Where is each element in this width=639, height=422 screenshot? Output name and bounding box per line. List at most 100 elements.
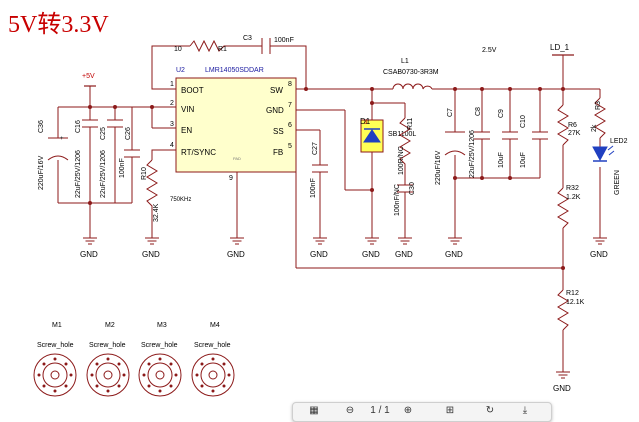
c8-ref: C8 [475,107,482,116]
pin-num-2: 2 [170,100,174,107]
pin-boot: BOOT [181,86,204,95]
c30-capacitor[interactable]: 100nF/NC C30 [394,182,416,232]
screw-ref-m4: M4 [210,322,220,329]
c10-ref: C10 [520,115,527,128]
screw-ref-m1: M1 [52,322,62,329]
led2-diode[interactable]: LED2 GREEN [592,138,628,195]
r1-ref: R1 [218,46,227,53]
gnd-label: GND [445,250,463,259]
pin-num-1: 1 [170,81,174,88]
screw-hole-m2[interactable] [86,353,130,397]
r1-value: 10 [174,46,182,53]
c25-capacitor[interactable]: C25 22uF/25V/1206 [100,119,123,198]
r11-value: 100R/NC [398,146,405,175]
c10-capacitor[interactable]: C10 10uF [520,115,548,168]
screw-hole-m1[interactable] [33,353,77,397]
c27-capacitor[interactable]: C27 100nF [310,142,328,198]
u2-pad-label: PAD [233,156,241,161]
r12-value: 12.1K [566,299,585,306]
svg-text:+: + [60,136,64,142]
d1-value: SB1100L [388,131,416,138]
rt-frequency-note: 750KHz [170,197,191,203]
pin-num-9: 9 [229,175,233,182]
r3-resistor[interactable]: R3 2k [591,97,606,139]
c30-value: 100nF/NC [394,184,401,216]
pin-num-8: 8 [288,81,292,88]
r11-resistor[interactable]: R11 100R/NC [398,118,414,175]
r6-ref: R6 [568,122,577,129]
ld1-label: LD_1 [550,43,570,52]
vin-label: +5V [82,73,95,80]
r32-ref: R32 [566,185,579,192]
c36-value: 220uF/16V [38,155,45,190]
u2-ref: U2 [176,67,185,74]
c7-ref: C7 [447,108,454,117]
c27-value: 100nF [310,178,317,198]
rotate-icon[interactable]: ↻ [485,405,495,416]
pin-rtsync: RT/SYNC [181,148,216,157]
d1-ref: D1 [360,117,371,126]
c27-ref: C27 [312,142,319,155]
r6-value: 27K [568,130,581,137]
l1-value: CSAB0730-3R3M [383,69,439,76]
download-icon[interactable]: ⤓ [522,405,528,416]
pin-num-3: 3 [170,121,174,128]
d1-diode[interactable]: 3 D1 SB1100L [360,117,416,153]
vin-power-port[interactable]: +5V [82,73,96,87]
pin-num-6: 6 [288,122,292,129]
c25-ref: C25 [100,127,107,140]
screw-ref-m2: M2 [105,322,115,329]
gnd-label: GND [227,250,245,259]
gnd-label: GND [553,384,571,393]
c26-capacitor[interactable]: C26 100nF [115,107,140,204]
r1-resistor[interactable]: 10 R1 [174,39,227,53]
pin-num-5: 5 [288,143,292,150]
r10-resistor[interactable]: R10 32.4K [141,159,160,222]
pin-fb: FB [273,148,283,157]
c9-value: 10uF [498,152,505,168]
zoom-in-icon[interactable]: ⊕ [403,405,413,416]
c7-capacitor[interactable]: C7 220uF/16V [435,108,466,185]
ld1-net-port[interactable]: LD_1 [550,43,574,56]
r3-ref: R3 [595,101,602,110]
c36-ref: C36 [38,120,45,133]
pin-sw: SW [270,86,283,95]
c7-value: 220uF/16V [435,150,442,185]
c9-capacitor[interactable]: C9 10uF [498,109,518,168]
c30-ref: C30 [409,182,416,195]
r12-resistor[interactable]: R12 12.1K [557,289,585,331]
r12-ref: R12 [566,290,579,297]
zoom-out-icon[interactable]: ⊖ [345,405,355,416]
screw-hole-m4[interactable] [191,353,235,397]
page-indicator: 1 / 1 [370,405,390,416]
led2-ref: LED2 [610,138,628,145]
r32-resistor[interactable]: R32 1.2K [557,185,581,229]
r10-value: 32.4K [153,203,160,222]
fit-icon[interactable]: ⊞ [445,405,455,416]
r32-value: 1.2K [566,194,581,201]
gnd-label: GND [310,250,328,259]
c8-value: 22uF/25V/1206 [469,130,476,178]
c3-capacitor[interactable]: C3 100nF [243,35,294,54]
c36-capacitor[interactable]: + C36 220uF/16V [38,120,69,190]
pin-en: EN [181,126,192,135]
screw-label-m2: Screw_hole [89,342,126,349]
c16-capacitor[interactable]: C16 22uF/25V/1206 [75,119,98,198]
gnd-symbols [83,237,607,379]
r6-resistor[interactable]: R6 27K [557,104,581,146]
screw-hole-m3[interactable] [138,353,182,397]
c8-capacitor[interactable]: C8 22uF/25V/1206 [469,107,490,178]
gnd-label: GND [590,250,608,259]
pin-num-4: 4 [170,142,174,149]
gnd-label: GND [80,250,98,259]
screw-label-m4: Screw_hole [194,342,231,349]
pin-vin: VIN [181,105,195,114]
pin-ss: SS [273,127,284,136]
grid-icon[interactable]: ▦ [309,405,319,416]
u2-chip[interactable]: U2 LMR14050SDDAR BOOT VIN EN RT/SYNC SW … [170,67,297,182]
l1-inductor[interactable]: L1 CSAB0730-3R3M [383,58,439,90]
c16-ref: C16 [75,120,82,133]
c3-ref: C3 [243,35,252,42]
screw-ref-m3: M3 [157,322,167,329]
